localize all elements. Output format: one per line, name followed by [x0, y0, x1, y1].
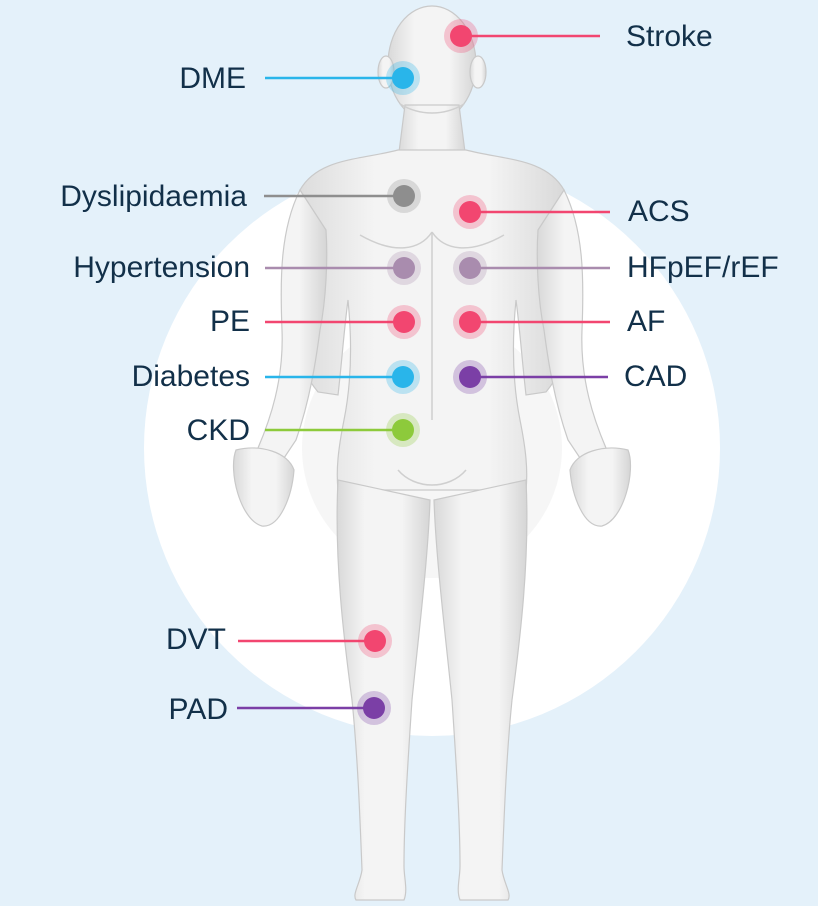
- label-ckd: CKD: [187, 414, 250, 448]
- marker-dot-pe: [393, 311, 415, 333]
- marker-dot-cad: [459, 366, 481, 388]
- label-af: AF: [627, 305, 665, 339]
- marker-dot-acs: [459, 201, 481, 223]
- label-acs: ACS: [628, 195, 690, 229]
- label-pad: PAD: [169, 693, 228, 727]
- marker-dot-dvt: [364, 630, 386, 652]
- marker-dot-stroke: [450, 25, 472, 47]
- marker-dot-hfpef-ref: [459, 257, 481, 279]
- label-dme: DME: [179, 62, 246, 96]
- label-hypertension: Hypertension: [73, 251, 250, 285]
- marker-dot-af: [459, 311, 481, 333]
- label-dyslipidaemia: Dyslipidaemia: [60, 180, 247, 214]
- label-diabetes: Diabetes: [132, 360, 250, 394]
- marker-dot-pad: [363, 697, 385, 719]
- marker-dot-dyslipidaemia: [393, 185, 415, 207]
- label-pe: PE: [210, 305, 250, 339]
- label-hfpef-ref: HFpEF/rEF: [627, 251, 779, 285]
- label-cad: CAD: [624, 360, 687, 394]
- marker-dot-hypertension: [393, 257, 415, 279]
- marker-dot-dme: [392, 67, 414, 89]
- label-stroke: Stroke: [626, 20, 713, 54]
- label-dvt: DVT: [166, 623, 226, 657]
- marker-dot-ckd: [392, 419, 414, 441]
- marker-dot-diabetes: [392, 366, 414, 388]
